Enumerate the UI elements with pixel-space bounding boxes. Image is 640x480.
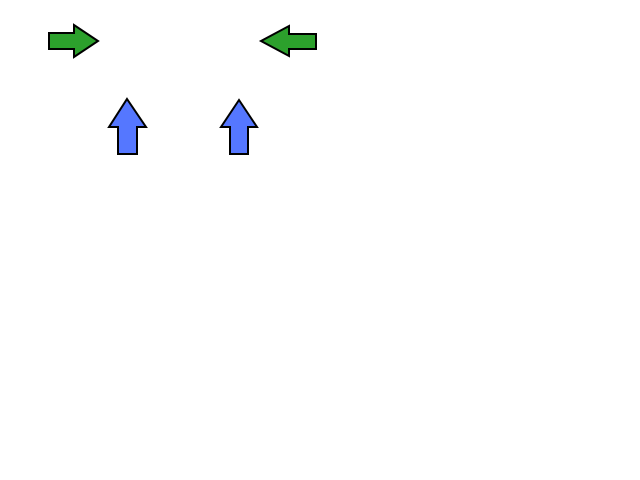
arrow-left-icon xyxy=(258,24,317,58)
arrow-up-icon xyxy=(107,97,148,155)
arrow-right-icon xyxy=(48,23,100,59)
arrow-up-icon xyxy=(219,98,259,155)
